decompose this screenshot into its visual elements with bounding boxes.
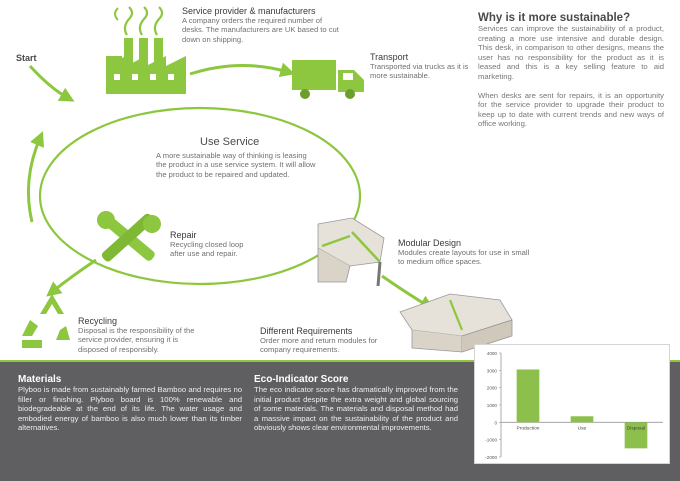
chart-category-label: Use — [578, 425, 587, 431]
chart-y-tick-label: 0 — [494, 420, 497, 425]
provider-block: Service provider & manufacturers A compa… — [182, 6, 342, 44]
transport-block: Transport Transported via trucks as it i… — [370, 52, 474, 81]
modular-to-different-arrow — [381, 274, 435, 310]
recycling-block: Recycling Disposal is the responsibility… — [78, 316, 206, 354]
chart-bar-disposal — [624, 422, 648, 449]
chart-category-label: Production — [517, 425, 540, 431]
desk-module-large — [317, 217, 385, 287]
desk-module-small — [399, 293, 513, 353]
recycle-icon — [22, 294, 70, 348]
materials-text: Plyboo is made from sustainably farmed B… — [18, 385, 242, 433]
service-loop — [38, 106, 362, 286]
tools-icon — [97, 211, 161, 262]
use-service-block: Use Service A more sustainable way of th… — [156, 136, 316, 179]
materials-title: Materials — [18, 374, 62, 385]
repair-to-recycling-arrow — [46, 258, 97, 297]
chart-y-tick-label: 4000 — [487, 351, 498, 356]
factory-icon — [106, 6, 186, 94]
recycling-title: Recycling — [78, 316, 118, 326]
use-service-text: A more sustainable way of thinking is le… — [156, 151, 316, 179]
chart-category-label: Disposal — [627, 425, 645, 431]
why-paragraph-2: When desks are sent for repairs, it is a… — [478, 90, 664, 129]
different-block: Different Requirements Order more and re… — [260, 326, 380, 355]
chart-y-tick-label: -2000 — [485, 455, 497, 460]
eco-block: Eco-Indicator Score The eco indicator sc… — [254, 374, 458, 433]
different-title: Different Requirements — [260, 326, 353, 336]
lifecycle-diagram — [22, 6, 513, 353]
provider-text: A company orders the required number of … — [182, 16, 339, 44]
why-title: Why is it more sustainable? — [478, 12, 631, 24]
start-arrow — [28, 64, 75, 102]
different-text: Order more and return modules for compan… — [260, 336, 378, 355]
chart-y-tick-label: 2000 — [487, 386, 498, 391]
chart-bar-production — [516, 369, 540, 423]
chart-bar-use — [570, 416, 594, 423]
left-loop-arrow — [26, 131, 44, 223]
why-block: Why is it more sustainable? Services can… — [478, 12, 664, 129]
eco-chart-frame: 4000 3000 2000 1000 0 -1000 -2000 Production Use… — [474, 344, 670, 464]
modular-title: Modular Design — [398, 238, 462, 248]
chart-y-tick-label: 1000 — [487, 403, 498, 408]
repair-text: Recycling closed loop after use and repa… — [170, 240, 244, 259]
recycling-text: Disposal is the responsibility of the se… — [78, 326, 195, 354]
eco-text: The eco indicator score has dramatically… — [254, 385, 458, 433]
factory-to-truck-arrow — [189, 62, 296, 78]
chart-y-tick-label: -1000 — [485, 438, 497, 443]
modular-text: Modules create layouts for use in small … — [398, 248, 530, 267]
why-paragraph-1: Services can improve the sustainability … — [478, 24, 664, 81]
eco-title: Eco-Indicator Score — [254, 374, 349, 385]
modular-block: Modular Design Modules create layouts fo… — [398, 238, 532, 267]
transport-text: Transported via trucks as it is more sus… — [370, 62, 469, 81]
repair-block: Repair Recycling closed loop after use a… — [170, 230, 260, 259]
start-label: Start — [16, 53, 37, 63]
chart-y-tick-label: 3000 — [487, 368, 498, 373]
eco-indicator-chart: 4000 3000 2000 1000 0 -1000 -2000 Production Use… — [485, 351, 663, 460]
repair-title: Repair — [170, 230, 197, 240]
use-service-title: Use Service — [200, 136, 260, 148]
provider-title: Service provider & manufacturers — [182, 6, 316, 16]
materials-block: Materials Plyboo is made from sustainabl… — [18, 374, 242, 433]
truck-icon — [292, 60, 364, 99]
transport-title: Transport — [370, 52, 409, 62]
